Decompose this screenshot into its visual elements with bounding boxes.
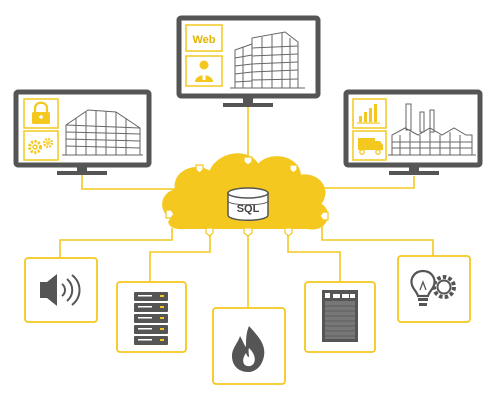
monitor-web: Web bbox=[176, 15, 321, 107]
device-server bbox=[116, 281, 187, 353]
control-panel-icon bbox=[322, 290, 358, 342]
cloud-connector-nodes bbox=[165, 156, 329, 237]
sql-cloud: SQL bbox=[162, 153, 329, 237]
monitor-industry bbox=[343, 89, 483, 175]
web-badge bbox=[185, 24, 223, 52]
flame-icon bbox=[232, 326, 265, 372]
connectors bbox=[59, 105, 434, 308]
speaker-icon bbox=[40, 274, 81, 306]
monitor-security bbox=[13, 89, 152, 175]
server-rack-icon bbox=[134, 292, 168, 345]
database-icon bbox=[227, 187, 269, 221]
factory-icon bbox=[388, 103, 476, 156]
device-fire bbox=[212, 307, 286, 385]
truck-icon bbox=[358, 138, 383, 155]
gears-icon bbox=[28, 137, 54, 154]
device-smart bbox=[397, 255, 471, 323]
sql-label: SQL bbox=[237, 203, 260, 215]
padlock-icon bbox=[32, 101, 50, 124]
web-badge-label: Web bbox=[192, 34, 215, 46]
device-panel bbox=[304, 281, 376, 353]
bar-chart-icon bbox=[357, 104, 380, 124]
warehouse-icon bbox=[62, 109, 143, 156]
device-audio bbox=[24, 257, 98, 323]
lightbulb-gear-icon bbox=[410, 269, 456, 306]
building-icon bbox=[230, 31, 305, 89]
user-icon bbox=[195, 60, 213, 82]
